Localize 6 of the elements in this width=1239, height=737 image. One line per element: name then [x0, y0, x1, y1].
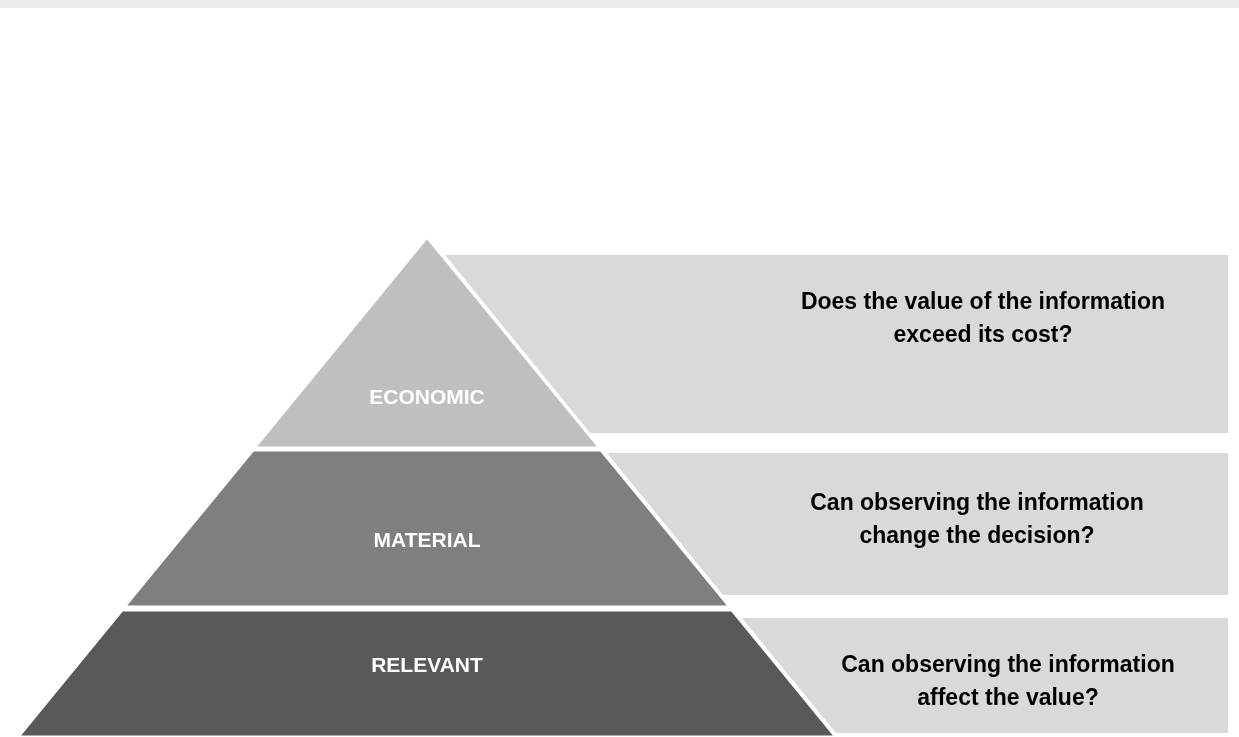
question-text: Does the value of the information exceed its cost? — [799, 286, 1167, 349]
question-text: Can observing the information change the decision? — [809, 487, 1145, 550]
tier-label: MATERIAL — [373, 528, 481, 552]
question-text: Can observing the information affect the value? — [840, 649, 1176, 712]
tier-label: ECONOMIC — [369, 385, 485, 409]
tier-label: RELEVANT — [371, 653, 483, 677]
